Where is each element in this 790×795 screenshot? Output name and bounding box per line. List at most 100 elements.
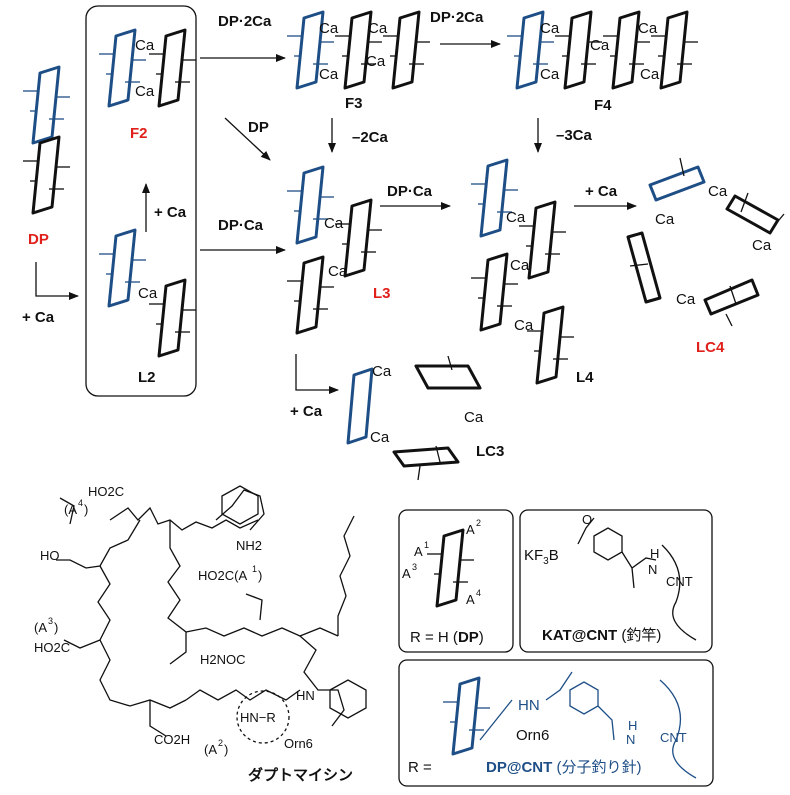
f3-ring-3 xyxy=(381,10,432,90)
f4-ca-1: Ca xyxy=(540,20,560,37)
label-lc3: LC3 xyxy=(476,443,504,460)
l3-ca-1: Ca xyxy=(324,215,344,232)
dapto-a4-open: (A xyxy=(64,502,77,517)
box-dp-a2: A xyxy=(466,522,475,537)
dapto-hn-trp: HN xyxy=(296,688,315,703)
reagent-plus-ca-4: + Ca xyxy=(290,403,323,420)
kat-cnt: CNT xyxy=(666,574,693,589)
reagent-dp: DP xyxy=(248,119,269,136)
lc4-ca-1: Ca xyxy=(708,183,728,200)
dapto-ho2c-left: HO2C xyxy=(34,640,70,655)
box-kat xyxy=(519,509,713,653)
dapto-co2h: CO2H xyxy=(154,732,190,747)
box-dp-s1: 1 xyxy=(424,540,429,550)
f3-ca-1: Ca xyxy=(319,20,339,37)
dapto-a2-close: ) xyxy=(224,742,228,757)
kat-structure xyxy=(577,517,697,641)
lc4-macrocycle xyxy=(626,157,785,327)
dapto-a1-close: ) xyxy=(258,568,262,583)
dapto-orn6: Orn6 xyxy=(284,736,313,751)
dapto-a4-close: ) xyxy=(84,502,88,517)
box-dp-caption: R = H (DP) xyxy=(410,629,484,646)
dapto-nh2: NH2 xyxy=(236,538,262,553)
f4-ca-5: Ca xyxy=(640,66,660,83)
lc3-macrocycle xyxy=(346,355,482,481)
dapto-a4-sup: 4 xyxy=(78,498,83,508)
lc4-ca-3: Ca xyxy=(752,237,772,254)
l4-ca-2: Ca xyxy=(510,257,530,274)
box-dp-a3: A xyxy=(402,566,411,581)
kat-n: N xyxy=(648,562,657,577)
label-f4: F4 xyxy=(594,97,612,114)
dp-ring-blue xyxy=(21,65,72,145)
l2-ca: Ca xyxy=(138,285,158,302)
box-dp-a4: A xyxy=(466,592,475,607)
reagent-minus-3ca: –3Ca xyxy=(556,127,593,144)
reagent-plus-ca-2: + Ca xyxy=(154,204,187,221)
dpcnt-caption: DP@CNT (分子釣り針) xyxy=(486,759,641,776)
reagent-dp2ca-1: DP·2Ca xyxy=(218,13,272,30)
label-lc4: LC4 xyxy=(696,339,725,356)
arrow-dp-to-l2 xyxy=(35,262,79,300)
reagent-dpca-2: DP·Ca xyxy=(387,183,433,200)
dapto-a3-sup: 3 xyxy=(48,616,53,626)
box-dp-s3: 3 xyxy=(412,562,417,572)
label-l2: L2 xyxy=(138,369,156,386)
reagent-plus-ca-1: + Ca xyxy=(22,309,55,326)
label-f3: F3 xyxy=(345,95,363,112)
f3-ca-2: Ca xyxy=(319,66,339,83)
dpcnt-cnt: CNT xyxy=(660,730,687,745)
reagent-dpca-1: DP·Ca xyxy=(218,217,264,234)
dpcnt-n: N xyxy=(626,732,635,747)
dapto-a3-close: ) xyxy=(54,620,58,635)
l4-ring-4 xyxy=(525,305,576,385)
f2-ca-2: Ca xyxy=(135,83,155,100)
dpcnt-hn: HN xyxy=(518,697,540,714)
dapto-ho: HO xyxy=(40,548,60,563)
box-dp-s4: 4 xyxy=(476,588,481,598)
f3-ca-4: Ca xyxy=(366,53,386,70)
lc3-ca-1: Ca xyxy=(372,363,392,380)
kat-o: O xyxy=(582,512,592,527)
box-dp-cnt xyxy=(398,659,714,787)
box-f2-l2 xyxy=(85,5,197,397)
dapto-ho2c-top: HO2C xyxy=(88,484,124,499)
f4-ca-4: Ca xyxy=(638,20,658,37)
dpcnt-structure xyxy=(479,671,697,779)
dapto-h2noc: H2NOC xyxy=(200,652,246,667)
f2-ca-1: Ca xyxy=(135,37,155,54)
l4-ca-1: Ca xyxy=(506,209,526,226)
l3-ca-2: Ca xyxy=(328,263,348,280)
f4-ca-3: Ca xyxy=(590,37,610,54)
label-l4: L4 xyxy=(576,369,594,386)
dapto-a2-open: (A xyxy=(204,742,217,757)
l4-ca-3: Ca xyxy=(514,317,534,334)
dpcnt-orn6: Orn6 xyxy=(516,727,549,744)
lc4-ca-4: Ca xyxy=(676,291,696,308)
l3-ring-3 xyxy=(285,255,336,335)
lc4-ca-2: Ca xyxy=(655,211,675,228)
f4-ca-2: Ca xyxy=(540,66,560,83)
lc3-ca-2: Ca xyxy=(464,409,484,426)
kat-h: H xyxy=(650,546,659,561)
dapto-ho2c-mid: HO2C(A xyxy=(198,568,247,583)
label-l3: L3 xyxy=(373,285,391,302)
dapto-a2-sup: 2 xyxy=(218,738,223,748)
box-dp-a1: A xyxy=(414,544,423,559)
dapto-name: ダプトマイシン xyxy=(248,766,353,784)
box-dp xyxy=(398,509,514,653)
kat-caption: KAT@CNT (釣竿) xyxy=(542,627,661,644)
dpcnt-ring xyxy=(441,676,492,756)
f3-ca-3: Ca xyxy=(368,20,388,37)
arrow-f2-to-l3 xyxy=(224,117,271,161)
reagent-plus-ca-3: + Ca xyxy=(585,183,618,200)
dpcnt-r-eq: R = xyxy=(408,759,432,776)
reagent-dp2ca-2: DP·2Ca xyxy=(430,9,484,26)
dpcnt-h: H xyxy=(628,718,637,733)
arrow-l3-to-lc3 xyxy=(295,354,339,394)
f2-ring-black xyxy=(147,28,198,108)
dapto-hn-r: HN−R xyxy=(240,710,276,725)
dp-ring-black xyxy=(21,135,72,215)
